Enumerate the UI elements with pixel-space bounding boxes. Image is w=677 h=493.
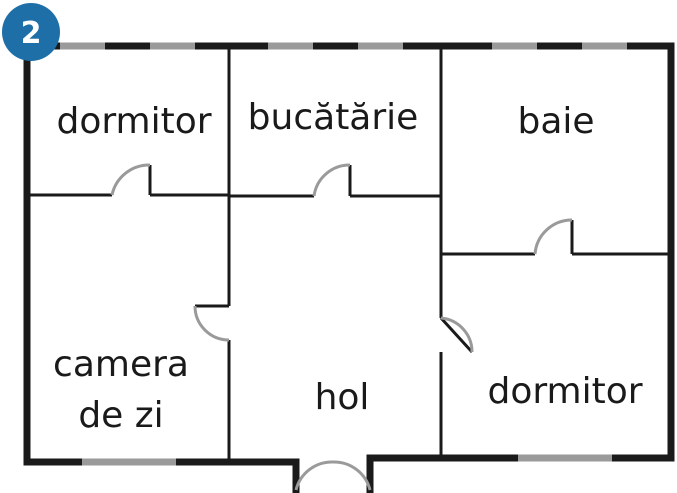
windows: [60, 42, 627, 466]
door-swing-entrance-right: [332, 460, 372, 491]
door-swing-entrance-left: [294, 460, 334, 491]
room-labels: dormitor bucătărie baie camera de zi hol…: [53, 97, 643, 436]
room-label-camera-de-zi-line-2: de zi: [78, 395, 163, 436]
wall-hol-door-stub: [439, 316, 474, 354]
door-swing-dormitor-1: [110, 163, 151, 196]
badge-circle: [2, 3, 60, 61]
room-label-dormitor-2: dormitor: [487, 371, 642, 412]
badge-number: 2: [21, 16, 42, 51]
door-swing-bucatarie: [312, 163, 351, 197]
door-swing-camera-de-zi: [193, 305, 230, 342]
door-swing-baie: [533, 218, 573, 255]
interior-walls: [27, 46, 671, 462]
door-swings: [110, 163, 573, 491]
door-swing-dormitor-2: [440, 316, 474, 353]
room-label-dormitor-1: dormitor: [56, 101, 211, 142]
room-label-camera-de-zi-line-1: camera: [53, 344, 189, 385]
room-label-baie: baie: [517, 101, 594, 142]
room-label-bucatarie: bucătărie: [248, 97, 419, 138]
room-label-hol: hol: [315, 377, 370, 418]
plan-number-badge: 2: [2, 3, 60, 61]
